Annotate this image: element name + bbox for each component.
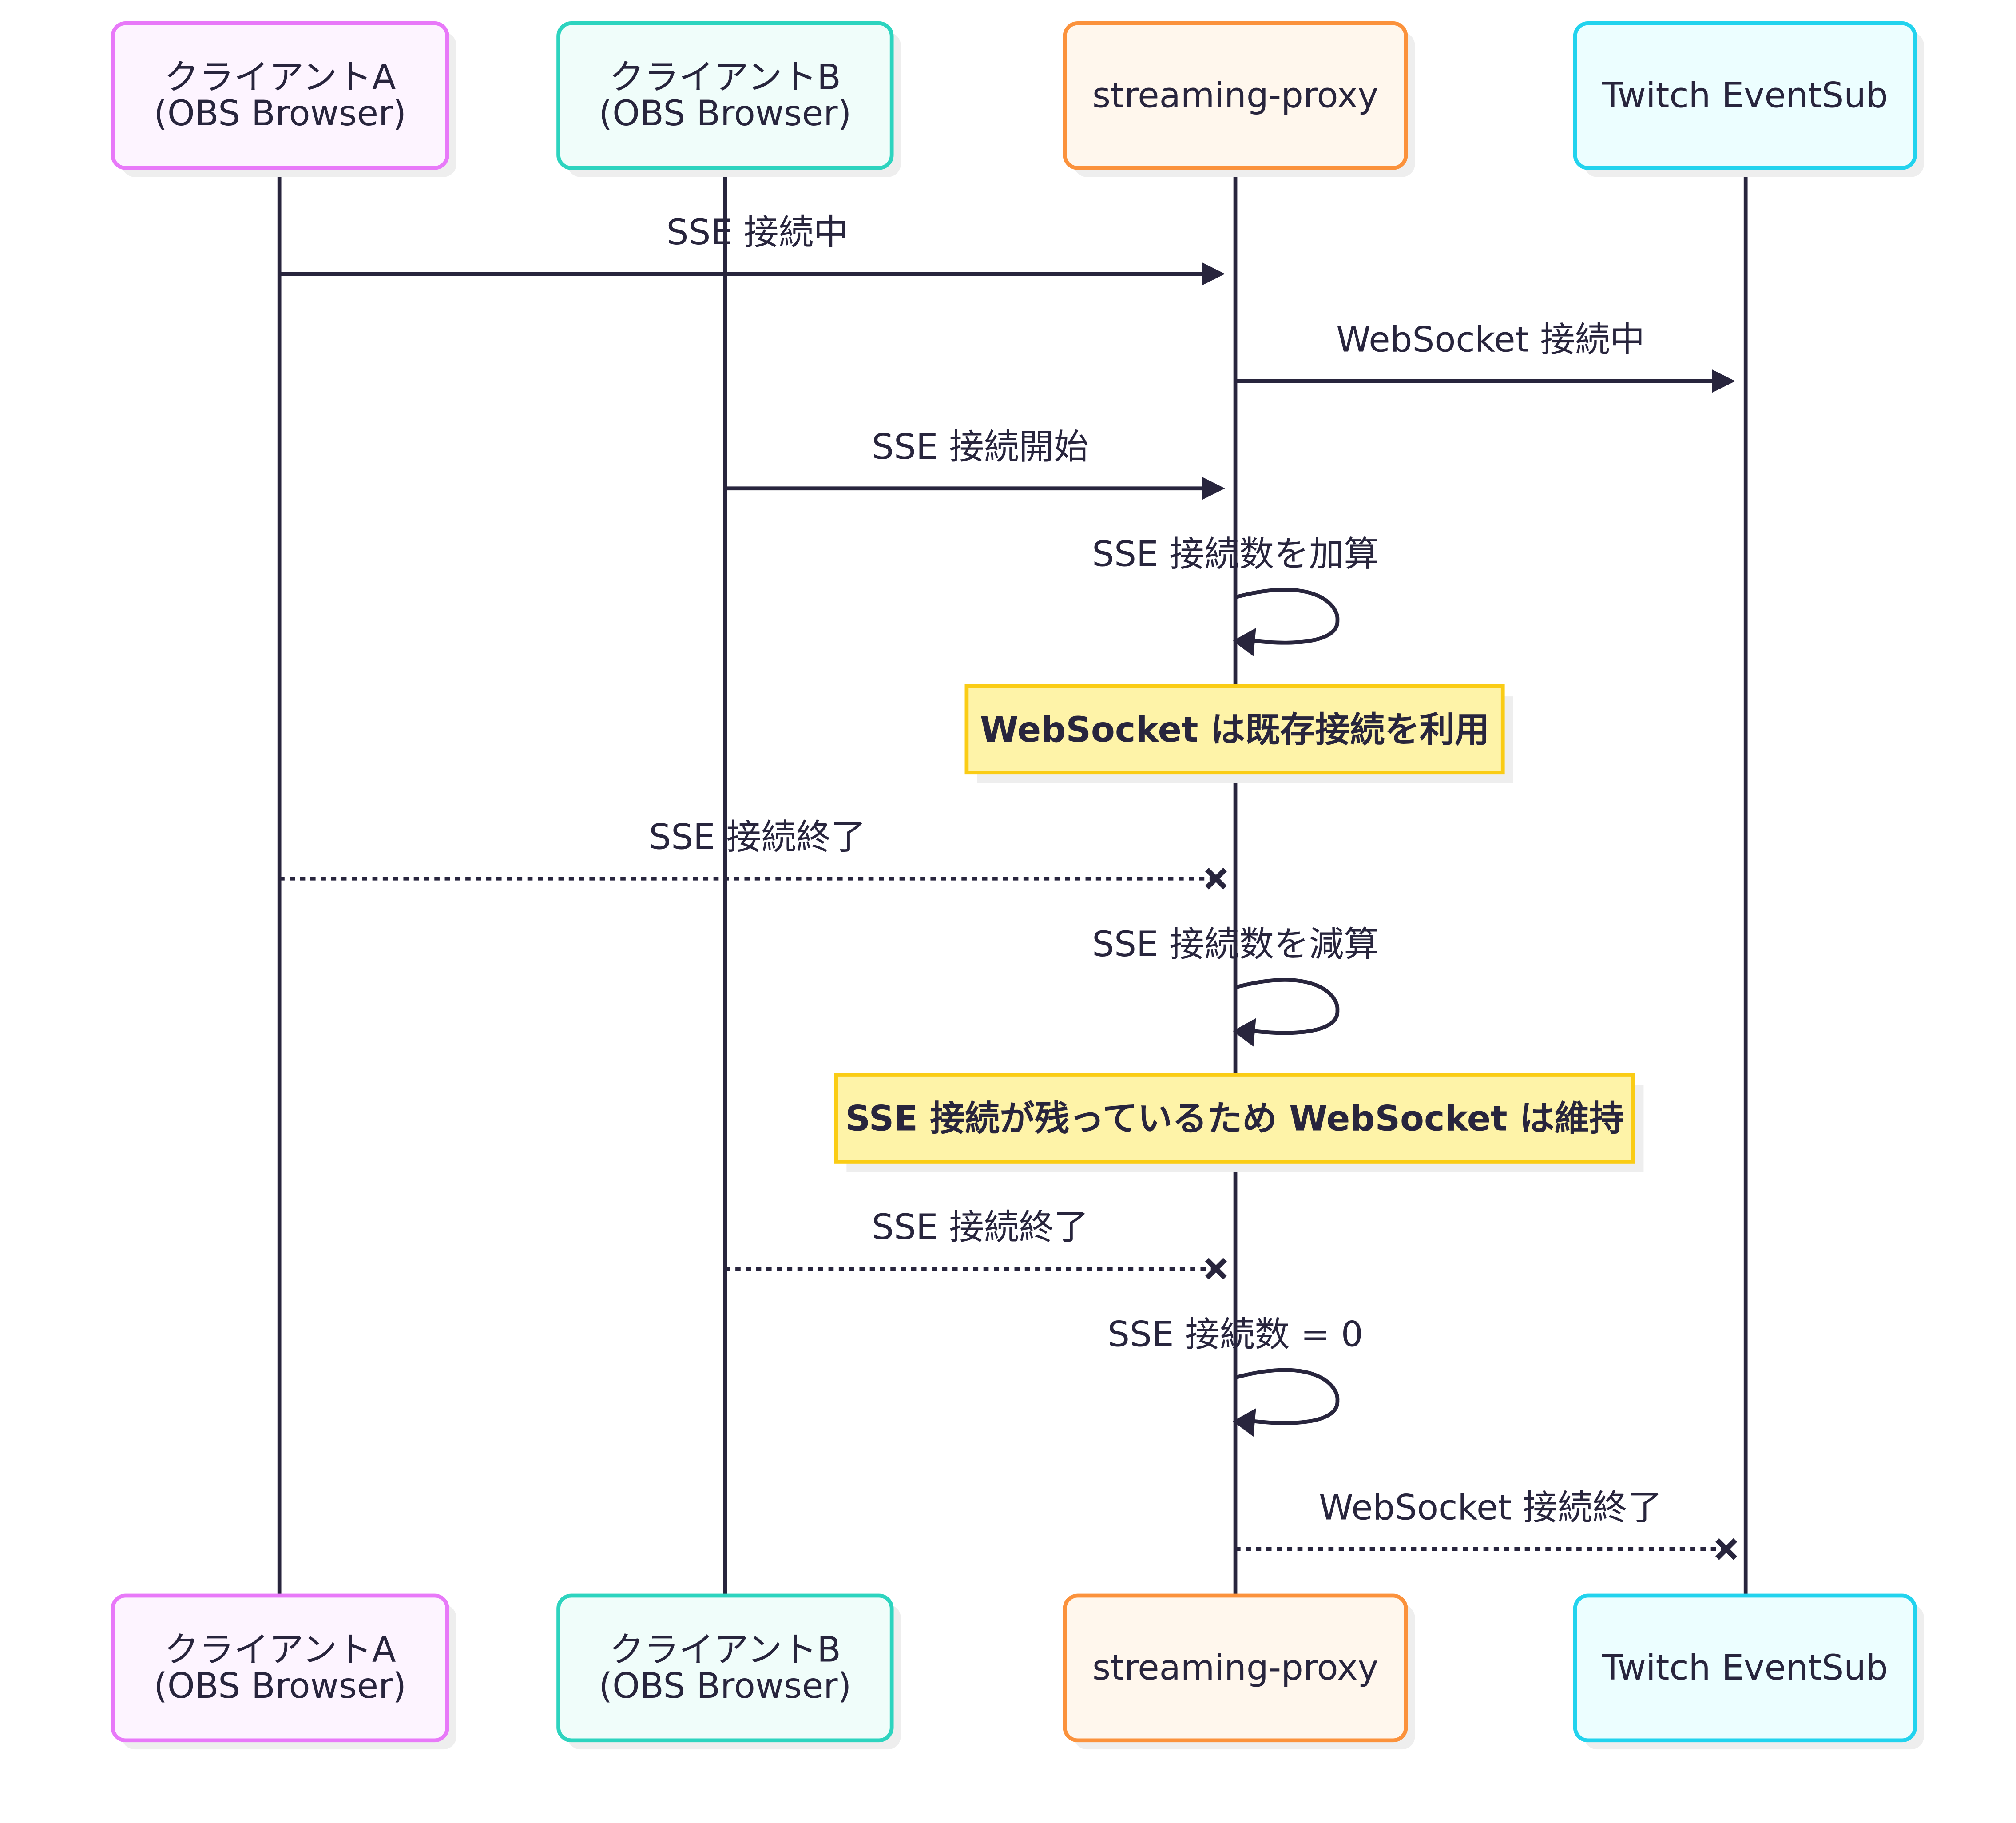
note-text: WebSocket は既存接続を利用 bbox=[980, 709, 1489, 750]
actors-top: クライアントA(OBS Browser)クライアントB(OBS Browser)… bbox=[111, 21, 1924, 177]
actor-frame bbox=[111, 21, 449, 170]
note-text: SSE 接続が残っているため WebSocket は維持 bbox=[845, 1098, 1624, 1139]
self-message-label: SSE 接続数を減算 bbox=[1092, 924, 1379, 965]
step-message: SSE 接続終了 bbox=[279, 816, 1227, 890]
cross-icon bbox=[1205, 1258, 1227, 1280]
actor-subtitle: (OBS Browser) bbox=[154, 93, 406, 134]
step-note: SSE 接続が残っているため WebSocket は維持 bbox=[834, 1073, 1644, 1172]
lifelines bbox=[277, 168, 1748, 1596]
actor-subtitle: (OBS Browser) bbox=[599, 93, 851, 134]
actor-box-bottom-b: クライアントB(OBS Browser) bbox=[556, 1593, 901, 1750]
note-box bbox=[834, 1073, 1635, 1164]
self-loop bbox=[1236, 588, 1340, 645]
step-self: SSE 接続数 = 0 bbox=[1107, 1314, 1363, 1437]
step-message: SSE 接続開始 bbox=[725, 426, 1225, 500]
cross-icon bbox=[1715, 1538, 1738, 1560]
actor-name: Twitch EventSub bbox=[1602, 75, 1888, 115]
arrowhead-icon bbox=[1202, 477, 1225, 500]
actor-box-top-a: クライアントA(OBS Browser) bbox=[111, 21, 456, 177]
actor-frame bbox=[1063, 1593, 1408, 1743]
actor-box-top-p: streaming-proxy bbox=[1063, 21, 1415, 177]
actor-subtitle: (OBS Browser) bbox=[154, 1665, 406, 1706]
actor-name: クライアントA bbox=[164, 57, 396, 98]
step-message: WebSocket 接続中 bbox=[1235, 319, 1735, 393]
actor-frame bbox=[1063, 21, 1408, 170]
actor-box-bottom-p: streaming-proxy bbox=[1063, 1593, 1415, 1750]
self-message-label: SSE 接続数を加算 bbox=[1092, 533, 1379, 574]
arrowhead-icon bbox=[1202, 262, 1225, 286]
self-loop bbox=[1236, 978, 1340, 1035]
arrowhead-icon bbox=[1233, 628, 1256, 656]
actor-box-top-b: クライアントB(OBS Browser) bbox=[556, 21, 901, 177]
step-message: SSE 接続終了 bbox=[725, 1207, 1227, 1280]
actor-name: クライアントB bbox=[609, 57, 841, 98]
actors-bottom: クライアントA(OBS Browser)クライアントB(OBS Browser)… bbox=[111, 1593, 1924, 1750]
actor-subtitle: (OBS Browser) bbox=[599, 1665, 851, 1706]
actor-frame bbox=[1573, 1593, 1917, 1743]
actor-name: クライアントA bbox=[164, 1629, 396, 1670]
step-message: WebSocket 接続終了 bbox=[1235, 1487, 1738, 1560]
step-self: SSE 接続数を加算 bbox=[1092, 533, 1379, 656]
message-label: WebSocket 接続中 bbox=[1336, 319, 1645, 360]
step-self: SSE 接続数を減算 bbox=[1092, 924, 1379, 1047]
note-box bbox=[964, 684, 1505, 775]
actor-box-top-t: Twitch EventSub bbox=[1573, 21, 1924, 177]
self-message-label: SSE 接続数 = 0 bbox=[1107, 1314, 1363, 1354]
actor-frame bbox=[1573, 21, 1917, 170]
arrowhead-icon bbox=[1712, 369, 1735, 393]
actor-name: streaming-proxy bbox=[1092, 75, 1378, 115]
message-label: SSE 接続終了 bbox=[649, 816, 866, 857]
message-label: SSE 接続中 bbox=[667, 212, 849, 253]
steps: SSE 接続中 WebSocket 接続中 SSE 接続開始 SSE 接続数を加算 We… bbox=[279, 212, 1738, 1560]
actor-name: Twitch EventSub bbox=[1602, 1647, 1888, 1688]
actor-name: クライアントB bbox=[609, 1629, 841, 1670]
actor-frame bbox=[556, 1593, 894, 1743]
step-message: SSE 接続中 bbox=[279, 212, 1225, 286]
step-note: WebSocket は既存接続を利用 bbox=[964, 684, 1513, 783]
self-loop bbox=[1236, 1368, 1340, 1425]
actor-name: streaming-proxy bbox=[1092, 1647, 1378, 1688]
actor-frame bbox=[556, 21, 894, 170]
actor-box-bottom-a: クライアントA(OBS Browser) bbox=[111, 1593, 456, 1750]
arrowhead-icon bbox=[1233, 1018, 1256, 1047]
actor-frame bbox=[111, 1593, 449, 1743]
message-label: SSE 接続終了 bbox=[872, 1207, 1089, 1247]
cross-icon bbox=[1205, 867, 1227, 890]
message-label: SSE 接続開始 bbox=[872, 426, 1089, 467]
actor-box-bottom-t: Twitch EventSub bbox=[1573, 1593, 1924, 1750]
message-label: WebSocket 接続終了 bbox=[1319, 1487, 1662, 1528]
arrowhead-icon bbox=[1233, 1408, 1256, 1437]
